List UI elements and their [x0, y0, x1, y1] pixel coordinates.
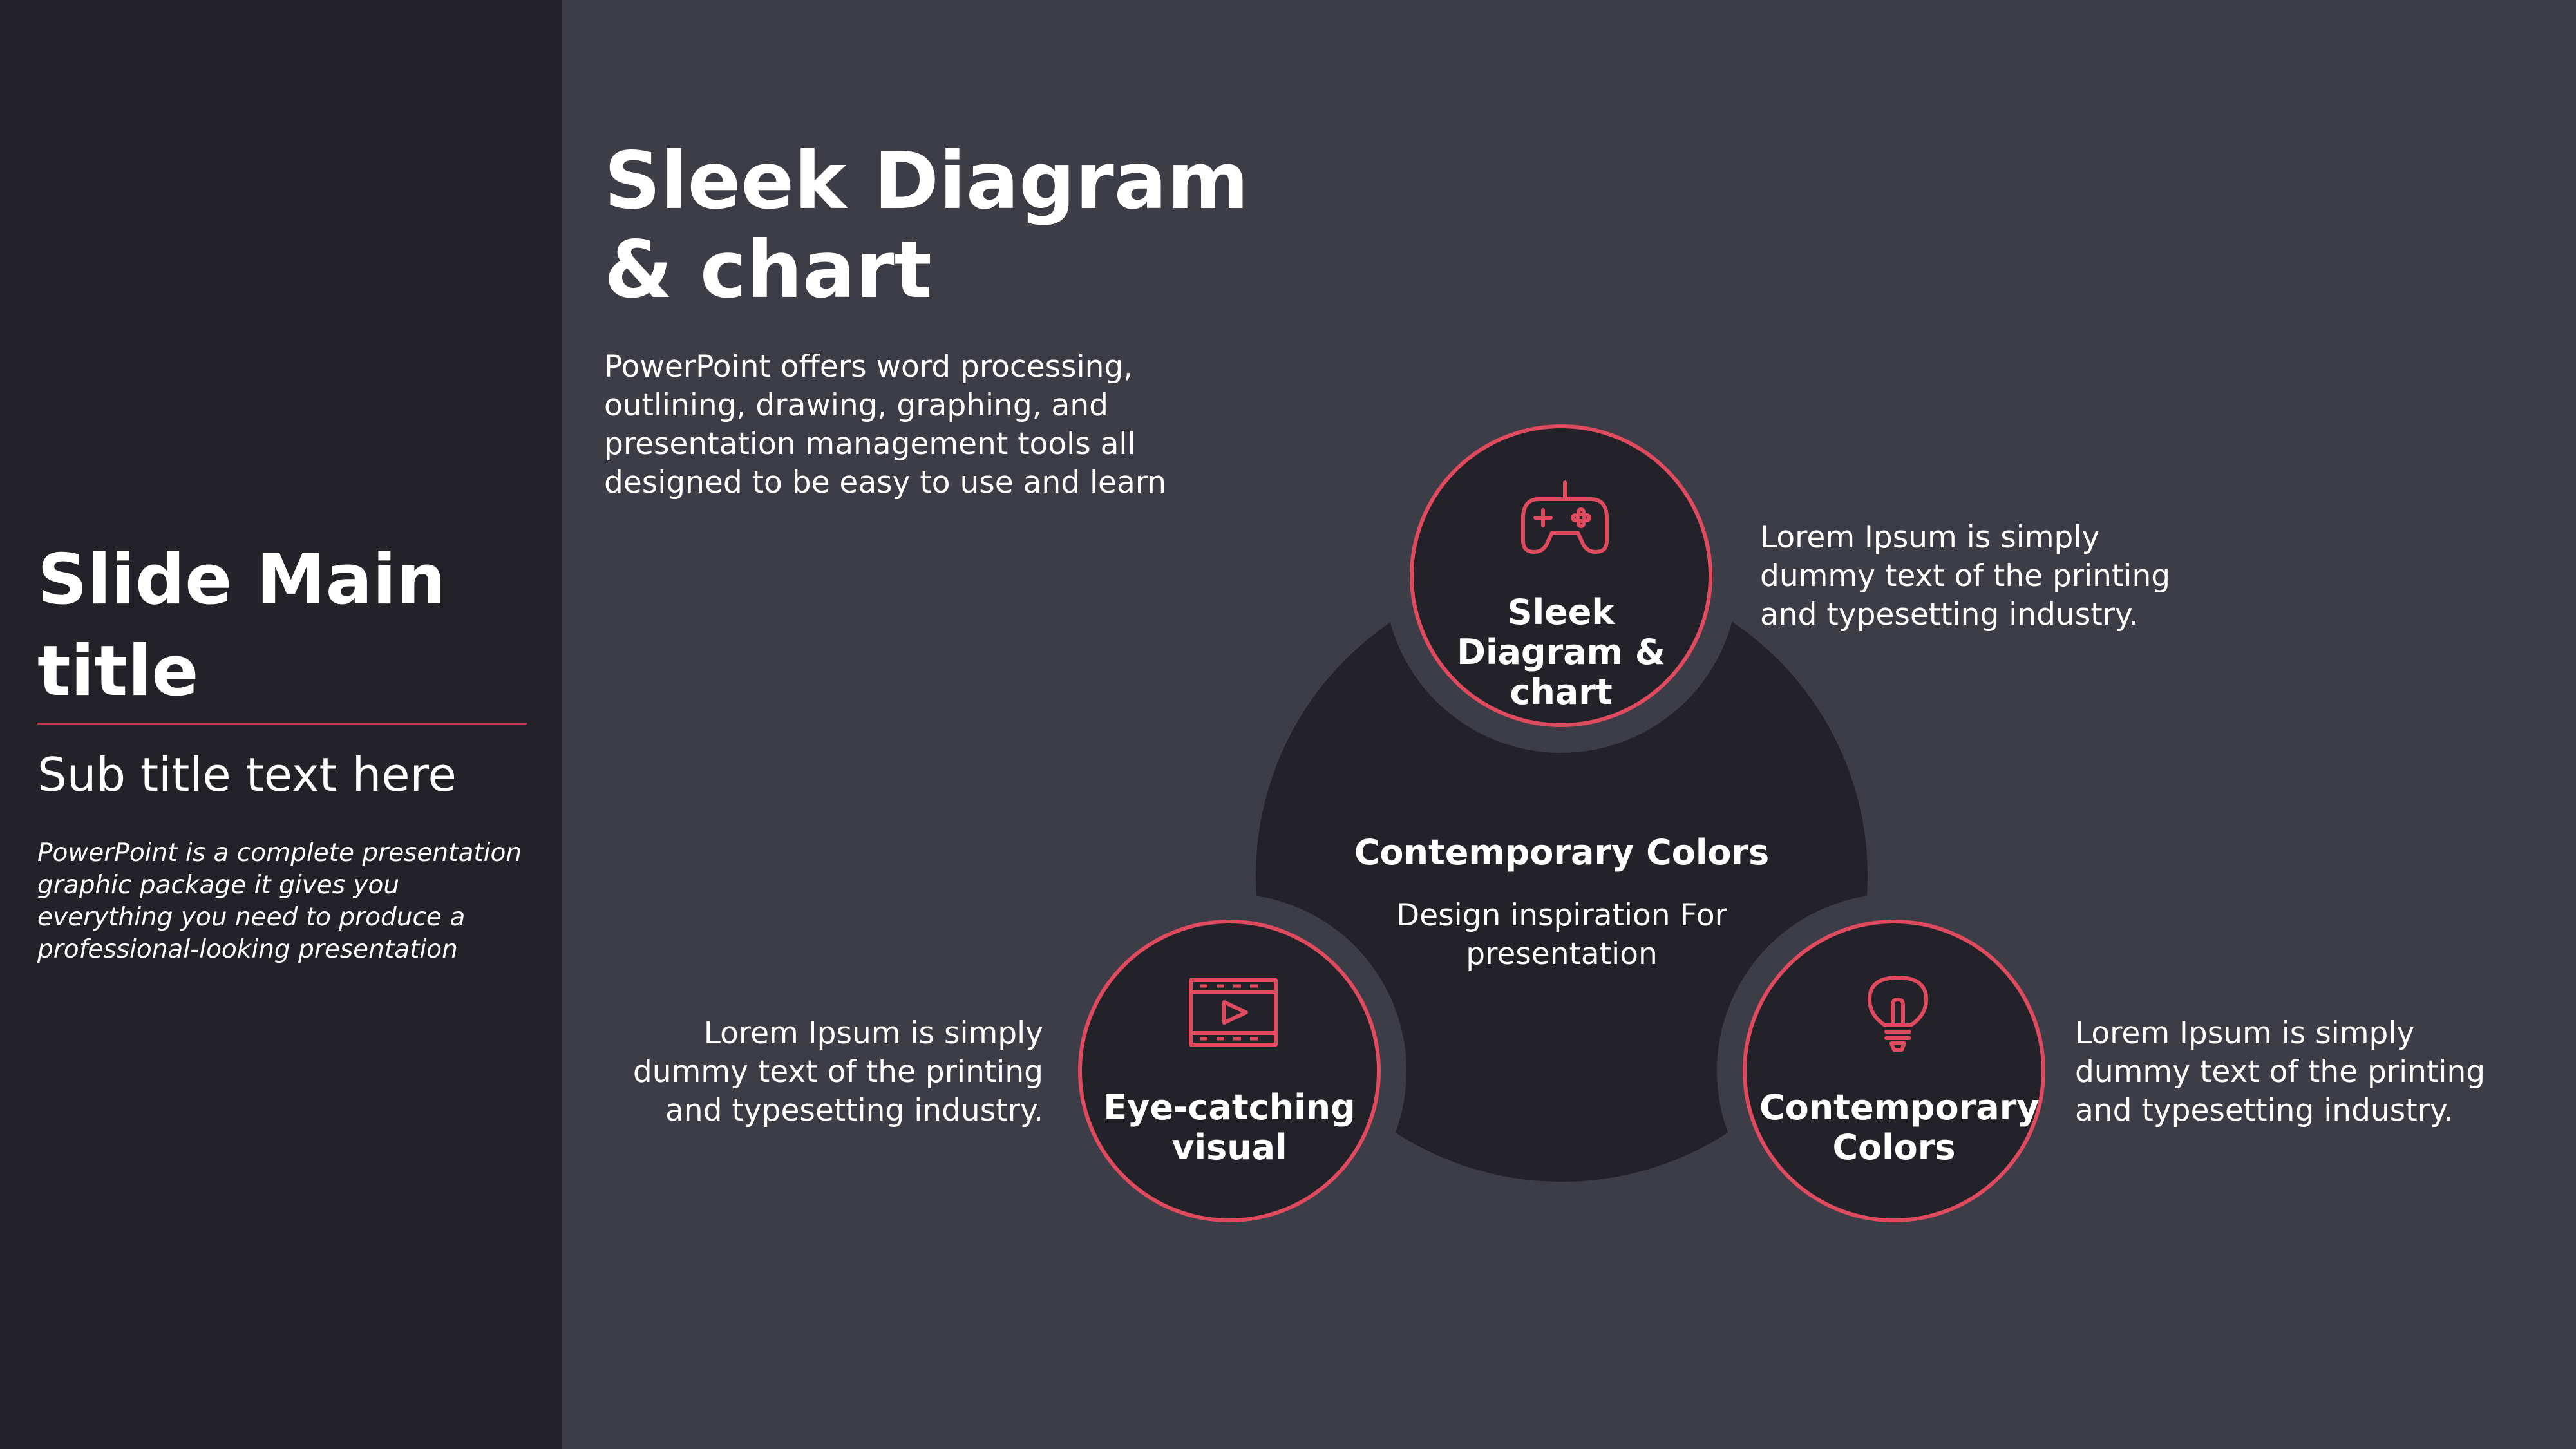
- node-description-left: Lorem Ipsum is simply dummy text of the …: [632, 1016, 1043, 1128]
- lightbulb-icon: [1868, 976, 1928, 1052]
- slide-subtitle: Sub title text here: [37, 748, 457, 802]
- node-eye-catching: Eye-catching visual: [1078, 920, 1381, 1222]
- gamepad-icon: [1521, 480, 1609, 554]
- node-label: Sleek Diagram & chart: [1457, 592, 1665, 712]
- node-contemporary-colors: Contemporary Colors: [1743, 920, 2045, 1222]
- video-play-icon: [1189, 978, 1278, 1046]
- slide-main-title: Slide Main title: [37, 540, 446, 712]
- node-label: Contemporary Colors: [1759, 1087, 2040, 1168]
- node-description-right: Lorem Ipsum is simply dummy text of the …: [2075, 1016, 2486, 1128]
- sidebar-description: PowerPoint is a complete presentation gr…: [37, 838, 522, 964]
- diagram-heading: Sleek Diagram & chart: [604, 135, 1249, 316]
- sidebar-panel: Slide Main title Sub title text here Pow…: [0, 0, 562, 1449]
- center-disc: [1256, 570, 1868, 1182]
- node-description-top: Lorem Ipsum is simply dummy text of the …: [1760, 520, 2171, 632]
- center-subtitle: Design inspiration For presentation: [1396, 898, 1727, 972]
- diagram-intro-text: PowerPoint offers word processing, outli…: [604, 349, 1167, 500]
- center-title: Contemporary Colors: [1354, 832, 1770, 873]
- node-label: Eye-catching visual: [1103, 1087, 1356, 1168]
- title-divider: [37, 723, 527, 724]
- node-sleek-diagram: Sleek Diagram & chart: [1410, 424, 1712, 727]
